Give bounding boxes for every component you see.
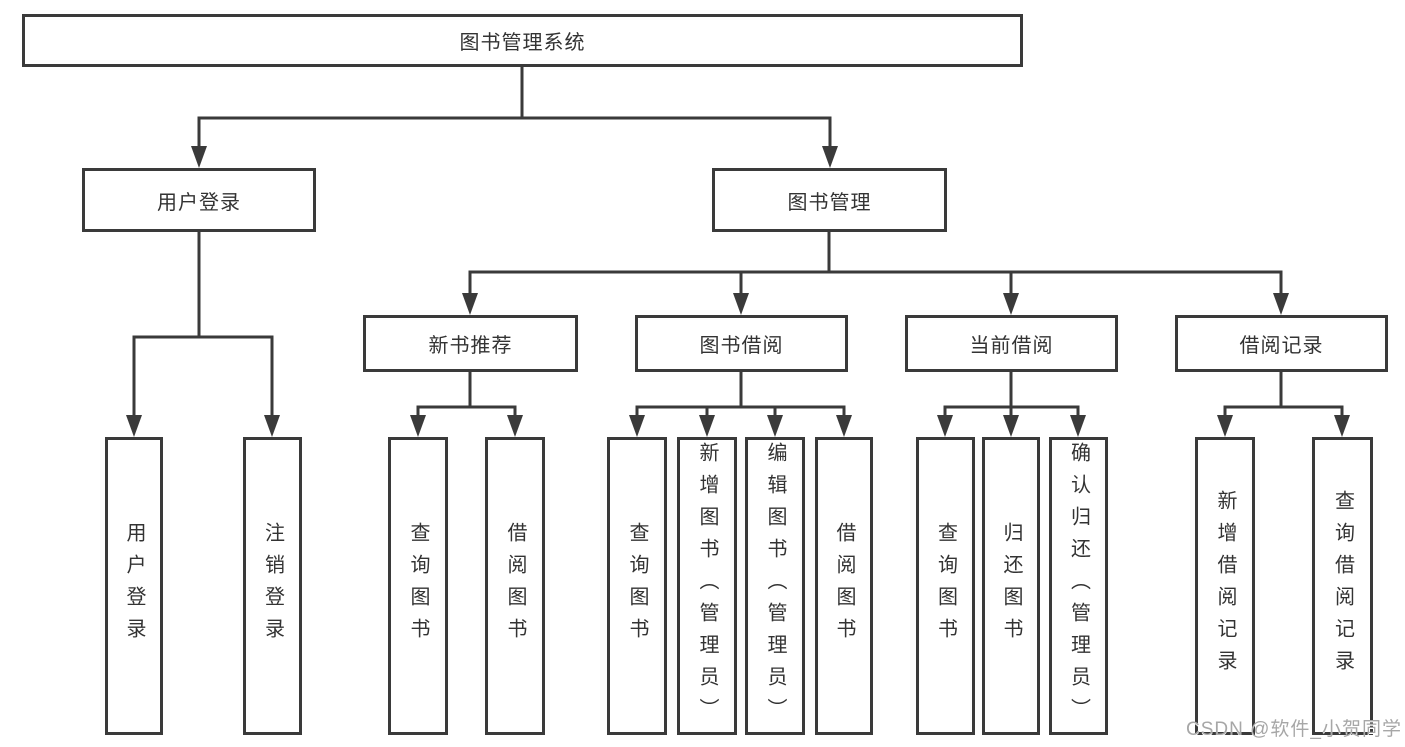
leaf-label: 查询图书 — [626, 522, 648, 650]
node-user-login: 用户登录 — [82, 168, 316, 232]
leaf-label: 确认归还（管理员） — [1067, 442, 1090, 730]
node-new-book-recommendation: 新书推荐 — [363, 315, 578, 372]
leaf-label: 查询图书 — [407, 522, 429, 650]
leaf-borrow-books: 借阅图书 — [815, 437, 873, 735]
leaf-label: 查询图书 — [934, 522, 957, 650]
node-book-borrowing: 图书借阅 — [635, 315, 848, 372]
leaf-label: 新增图书（管理员） — [696, 442, 718, 730]
leaf-label: 编辑图书（管理员） — [764, 442, 786, 730]
leaf-add-borrow-record: 新增借阅记录 — [1195, 437, 1255, 735]
leaf-user-login: 用户登录 — [105, 437, 163, 735]
leaf-query-books-borrowing: 查询图书 — [607, 437, 667, 735]
leaf-return-books: 归还图书 — [982, 437, 1040, 735]
leaf-label: 查询借阅记录 — [1331, 490, 1354, 682]
leaf-label: 用户登录 — [123, 522, 145, 650]
leaf-label: 注销登录 — [261, 522, 284, 650]
csdn-watermark: CSDN @软件_小贺同学 — [1186, 719, 1402, 740]
node-current-borrowing: 当前借阅 — [905, 315, 1118, 372]
leaf-confirm-return-admin: 确认归还（管理员） — [1049, 437, 1108, 735]
leaf-add-books-admin: 新增图书（管理员） — [677, 437, 737, 735]
leaf-label: 新增借阅记录 — [1214, 490, 1236, 682]
leaf-query-books-current: 查询图书 — [916, 437, 975, 735]
leaf-edit-books-admin: 编辑图书（管理员） — [745, 437, 805, 735]
leaf-borrow-books-recommend: 借阅图书 — [485, 437, 545, 735]
leaf-label: 归还图书 — [1000, 522, 1022, 650]
leaf-query-books-recommend: 查询图书 — [388, 437, 448, 735]
leaf-logout: 注销登录 — [243, 437, 302, 735]
node-borrowing-records: 借阅记录 — [1175, 315, 1388, 372]
leaf-label: 借阅图书 — [833, 522, 855, 650]
leaf-query-borrow-record: 查询借阅记录 — [1312, 437, 1373, 735]
node-book-management: 图书管理 — [712, 168, 947, 232]
leaf-label: 借阅图书 — [504, 522, 526, 650]
node-library-management-system: 图书管理系统 — [22, 14, 1023, 67]
